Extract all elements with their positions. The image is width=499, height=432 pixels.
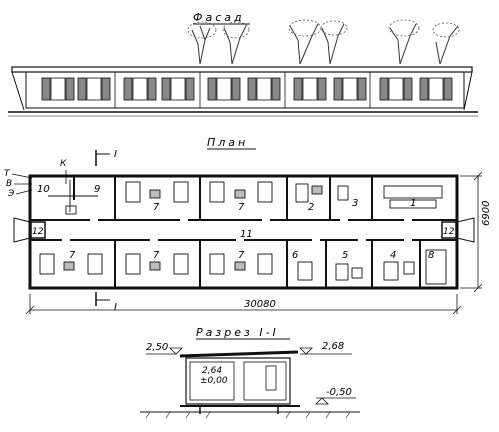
room-number: 7 — [238, 202, 245, 213]
facade-trees — [191, 23, 459, 65]
room-number-labels: 10 9 7 7 2 3 1 11 12 12 7 7 7 6 5 4 8 — [32, 184, 455, 261]
room-number: 6 — [292, 250, 298, 261]
section-cut-label: I — [114, 302, 117, 313]
facade-title: Фасад — [193, 11, 245, 24]
dimension-lines — [25, 171, 483, 315]
utility-inlets: К Т В Э — [4, 159, 67, 199]
floor-plan: План — [4, 136, 492, 315]
room-number: 7 — [153, 202, 160, 213]
level-right-top: 2,68 — [322, 341, 344, 352]
room-furniture — [39, 180, 447, 285]
room-number: 9 — [94, 184, 100, 195]
room-number: 8 — [428, 250, 434, 261]
room-number: 4 — [390, 250, 396, 261]
plan-title: План — [207, 136, 248, 149]
room-number: 12 — [443, 227, 455, 237]
room-number: 10 — [37, 184, 50, 195]
overall-width-dimension: 30080 — [244, 299, 276, 310]
section-cut-label: I — [114, 149, 117, 160]
utility-label: К — [60, 159, 67, 169]
section-title: Разрез I-I — [196, 326, 279, 339]
level-floor: ±0,00 — [200, 376, 228, 386]
room-number: 11 — [240, 229, 253, 240]
facade-elevation: Фасад — [8, 11, 478, 117]
tree-canopies — [187, 19, 460, 39]
entrance-porches — [13, 217, 475, 243]
utility-label: В — [6, 179, 12, 189]
section-view: Разрез I-I 2,50 2,68 2,64 ±0,00 — [140, 326, 360, 419]
level-ground: -0,50 — [326, 387, 352, 398]
room-number: 12 — [32, 227, 44, 237]
room-number: 5 — [342, 250, 348, 261]
section-cut-markers: I I — [95, 149, 117, 313]
room-number: 7 — [238, 250, 245, 261]
level-inner-height: 2,64 — [202, 366, 222, 376]
level-left-top: 2,50 — [146, 342, 168, 353]
room-number: 1 — [410, 198, 416, 209]
utility-label: Э — [7, 189, 15, 199]
facade-windows — [41, 77, 453, 101]
overall-depth-dimension: 6900 — [481, 201, 492, 226]
room-number: 7 — [153, 250, 160, 261]
room-number: 3 — [352, 198, 358, 209]
room-number: 2 — [308, 202, 314, 213]
utility-label: Т — [4, 169, 11, 179]
room-number: 7 — [69, 250, 76, 261]
